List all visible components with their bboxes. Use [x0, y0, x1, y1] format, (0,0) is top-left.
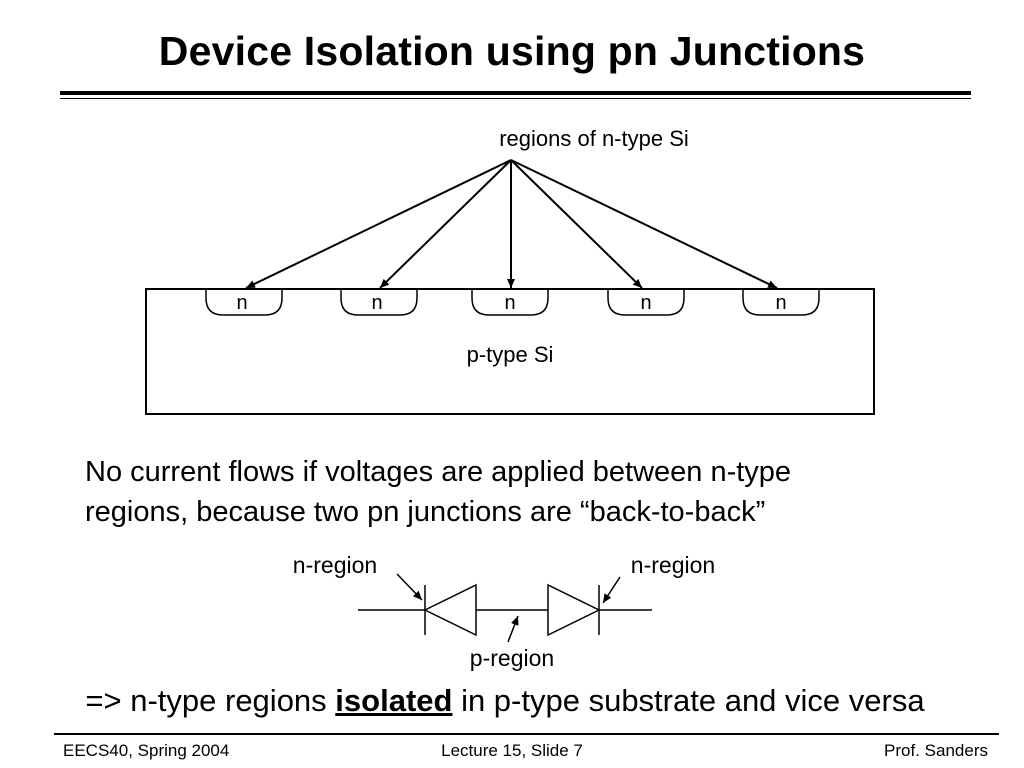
p-region-label: p-region: [470, 645, 554, 671]
cross-section-diagram: n n n n n p-type Si: [145, 288, 875, 415]
substrate-label: p-type Si: [467, 342, 554, 367]
n-well-3: [471, 288, 549, 316]
right-n-region-label: n-region: [631, 552, 715, 578]
explanation-paragraph: No current flows if voltages are applied…: [85, 452, 965, 532]
n-well-2: [340, 288, 418, 316]
left-n-region-pointer: [396, 573, 423, 601]
explanation-line-2: regions, because two pn junctions are “b…: [85, 496, 766, 528]
n-well-4: [607, 288, 685, 316]
arrow-to-n-5: [510, 159, 778, 289]
right-diode-triangle: [547, 583, 601, 637]
n-label-1: n: [236, 292, 247, 314]
n-label-4: n: [640, 292, 651, 314]
conclusion-suffix: in p-type substrate and vice versa: [452, 683, 925, 718]
arrow-to-n-2: [379, 159, 512, 289]
back-to-back-diode-circuit: n-region n-region p-region: [293, 552, 715, 671]
p-region-pointer: [507, 615, 519, 643]
title-divider-thin: [60, 98, 971, 99]
footer-author: Prof. Sanders: [884, 741, 988, 760]
footer-divider: [54, 733, 999, 735]
slide-title: Device Isolation using pn Junctions: [158, 28, 866, 74]
arrow-to-n-4: [510, 159, 643, 289]
conclusion-emphasis: isolated: [335, 683, 453, 718]
footer-course: EECS40, Spring 2004: [63, 741, 230, 760]
title-divider-thick: [60, 91, 971, 95]
left-diode-triangle: [423, 583, 477, 637]
n-regions-label: regions of n-type Si: [499, 126, 689, 151]
conclusion-statement: => n-type regions isolated in p-type sub…: [0, 683, 1010, 719]
conclusion-prefix: => n-type regions: [85, 683, 336, 718]
n-well-5: [742, 288, 820, 316]
explanation-line-1: No current flows if voltages are applied…: [85, 456, 792, 488]
pointer-arrows: [245, 159, 778, 289]
n-label-3: n: [504, 292, 515, 314]
n-label-2: n: [371, 292, 382, 314]
n-well-1: [205, 288, 283, 316]
arrow-to-n-1: [245, 159, 512, 289]
left-n-region-label: n-region: [293, 552, 377, 578]
footer-slide-number: Lecture 15, Slide 7: [441, 741, 583, 760]
n-label-5: n: [775, 292, 786, 314]
right-n-region-pointer: [602, 576, 621, 604]
